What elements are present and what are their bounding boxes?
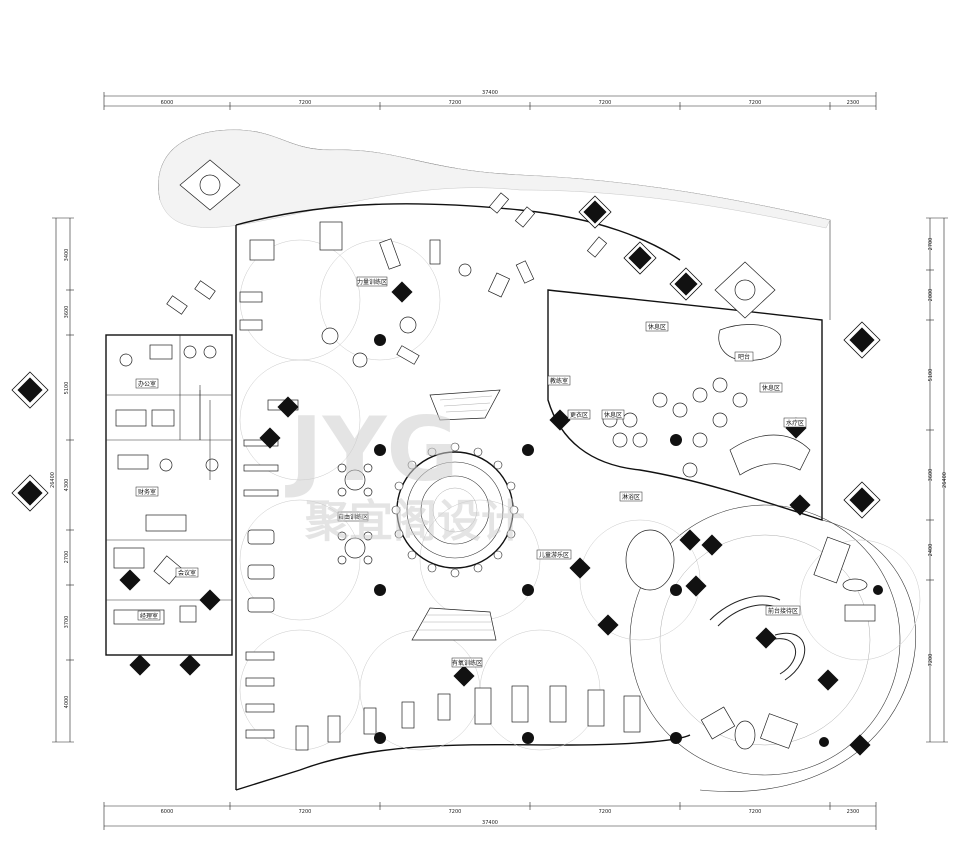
bottom-dimension-5: 7200 <box>749 809 762 815</box>
bottom-dimension-3: 7200 <box>449 809 462 815</box>
label-aerobic-zone: 有氧训练区 <box>452 659 482 667</box>
main-wall-south <box>299 734 691 771</box>
label-shower: 淋浴区 <box>622 493 640 501</box>
platform-seats <box>391 442 519 578</box>
bottom-dimension-6: 2300 <box>847 809 860 815</box>
top-dimension-1: 6000 <box>161 100 174 106</box>
label-free-zone: 自由训练区 <box>338 513 368 521</box>
strength-equipment <box>239 221 535 411</box>
main-wall-southwest <box>235 769 301 791</box>
reception-circle-outer <box>629 504 901 776</box>
benches-left <box>247 529 275 613</box>
left-dimension-4: 4300 <box>64 479 70 492</box>
label-coach-room: 教练室 <box>550 377 568 385</box>
bikes-west <box>245 651 275 739</box>
room-labels: 力量训练区 有氧训练区 自由训练区 办公室 财务室 会议室 经理室 教练室 吧台… <box>135 276 807 668</box>
staircase-north <box>429 389 501 421</box>
office-furniture <box>113 344 219 625</box>
left-dimension-6: 3700 <box>64 616 70 629</box>
right-dimension-4: 3600 <box>928 469 934 482</box>
right-dimension-2: 2000 <box>928 289 934 302</box>
top-dimension-lines: 37400 6000 7200 7200 7200 7200 2300 <box>103 90 877 110</box>
left-dimension-2: 3600 <box>64 306 70 319</box>
free-area-tables <box>337 463 373 565</box>
top-dimension-5: 7200 <box>749 100 762 106</box>
light-fixture-symbols <box>11 195 881 756</box>
label-reception: 前台接待区 <box>768 607 798 615</box>
office-block-wall <box>105 334 233 656</box>
right-dimension-3: 5100 <box>928 369 934 382</box>
label-spa: 水疗区 <box>786 419 804 427</box>
label-finance: 财务室 <box>138 488 156 496</box>
label-meeting-room: 会议室 <box>178 569 196 577</box>
label-rest-zone-b: 休息区 <box>762 384 780 392</box>
terrace-hatch-band <box>158 129 831 229</box>
top-dimension-2: 7200 <box>299 100 312 106</box>
left-dimension-1: 3400 <box>64 249 70 262</box>
label-bar: 吧台 <box>738 353 750 361</box>
service-wing-wall <box>547 289 823 521</box>
label-rest-zone-c: 休息区 <box>648 323 666 331</box>
watermark: JYG 聚宜阁设计 <box>285 398 525 547</box>
terrace-furniture <box>166 159 776 319</box>
top-overall-dimension: 37400 <box>482 90 498 96</box>
left-overall-dimension: 26400 <box>50 472 56 488</box>
bottom-dimension-lines: 6000 7200 7200 7200 7200 2300 37400 <box>103 802 877 830</box>
left-dimension-lines: 3400 3600 5100 4300 2700 3700 4000 26400 <box>50 217 74 743</box>
label-office: 办公室 <box>138 380 156 388</box>
reception-circle-inner <box>659 534 871 746</box>
right-dimension-5: 2400 <box>928 544 934 557</box>
building-outline <box>105 129 916 792</box>
central-round-platform <box>391 442 519 578</box>
dumbbell-racks <box>243 439 279 497</box>
label-locker: 更衣区 <box>570 411 588 419</box>
right-dimension-1: 2700 <box>928 238 934 251</box>
label-rest-zone-a: 休息区 <box>604 411 622 419</box>
right-dimension-lines: 2700 2000 5100 3600 2400 7200 26400 <box>926 217 948 743</box>
watermark-text: 聚宜阁设计 <box>304 496 525 547</box>
structural-columns <box>374 334 883 747</box>
label-strength-zone: 力量训练区 <box>357 278 387 286</box>
reception-seating <box>700 536 876 750</box>
bottom-dimension-2: 7200 <box>299 809 312 815</box>
left-dimension-7: 4000 <box>64 696 70 709</box>
staircase-south <box>411 607 497 641</box>
left-dimension-3: 5100 <box>64 382 70 395</box>
main-wall-north <box>235 203 681 261</box>
top-dimension-3: 7200 <box>449 100 462 106</box>
right-overall-dimension: 26400 <box>942 472 948 488</box>
left-dimension-5: 2700 <box>64 551 70 564</box>
top-dimension-6: 2300 <box>847 100 860 106</box>
east-curved-wall <box>699 519 916 792</box>
bottom-dimension-4: 7200 <box>599 809 612 815</box>
top-dimension-4: 7200 <box>599 100 612 106</box>
bottom-dimension-1: 6000 <box>161 809 174 815</box>
watermark-logo: JYG <box>285 398 459 501</box>
label-manager-room: 经理室 <box>140 612 158 620</box>
service-wing-furniture <box>602 324 811 591</box>
aerobic-machines <box>295 685 641 751</box>
label-child-zone: 儿童游乐区 <box>539 551 569 559</box>
right-dimension-6: 7200 <box>928 654 934 667</box>
bottom-overall-dimension: 37400 <box>482 820 498 826</box>
